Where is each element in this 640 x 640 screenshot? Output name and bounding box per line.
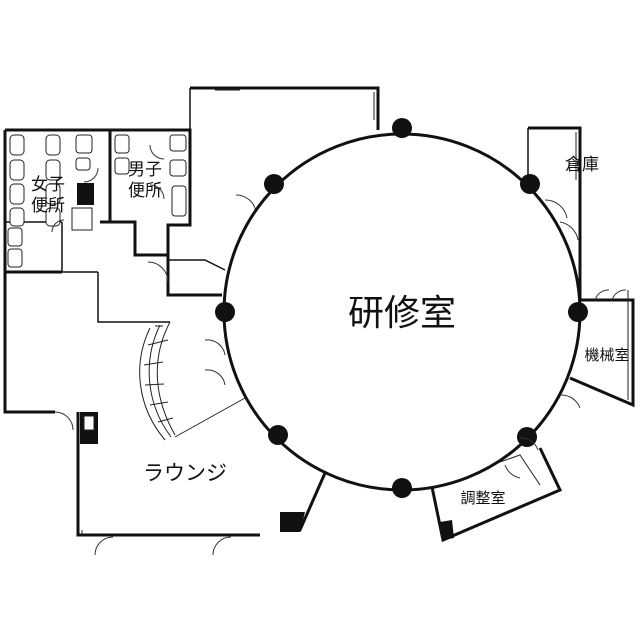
mens-restroom-label-2: 便所 xyxy=(128,181,162,201)
mens-restroom-label-1: 男子 xyxy=(128,160,162,180)
column-right xyxy=(568,302,588,322)
restroom-block: 女子 便所 男子 便所 xyxy=(3,128,192,274)
control-room-shaft xyxy=(440,520,454,540)
column-left xyxy=(215,302,235,322)
seminar-room-label: 研修室 xyxy=(348,293,456,334)
mens-stalls xyxy=(114,134,187,217)
seminar-room: 研修室 xyxy=(215,118,588,498)
column-bottom-left xyxy=(268,425,288,445)
upper-corridor xyxy=(62,86,380,323)
womens-shaft xyxy=(77,183,94,205)
storage-label: 倉庫 xyxy=(565,155,599,175)
machine-room: 機械室 xyxy=(559,289,635,409)
staircase xyxy=(139,321,246,441)
lounge-corner-pillar xyxy=(280,512,305,532)
column-top-right xyxy=(520,174,540,194)
lounge-area: ラウンジ xyxy=(3,272,327,556)
column-top xyxy=(392,118,412,138)
column-bottom xyxy=(392,478,412,498)
control-room: 調整室 xyxy=(430,437,563,543)
storage-room: 倉庫 xyxy=(527,126,599,300)
lounge-label: ラウンジ xyxy=(143,461,227,485)
control-room-label: 調整室 xyxy=(460,489,505,507)
womens-restroom-label-1: 女子 xyxy=(31,175,65,195)
womens-restroom-label-2: 便所 xyxy=(31,196,65,216)
machine-room-label: 機械室 xyxy=(584,346,629,364)
womens-stalls xyxy=(7,134,99,268)
column-top-left xyxy=(264,174,284,194)
